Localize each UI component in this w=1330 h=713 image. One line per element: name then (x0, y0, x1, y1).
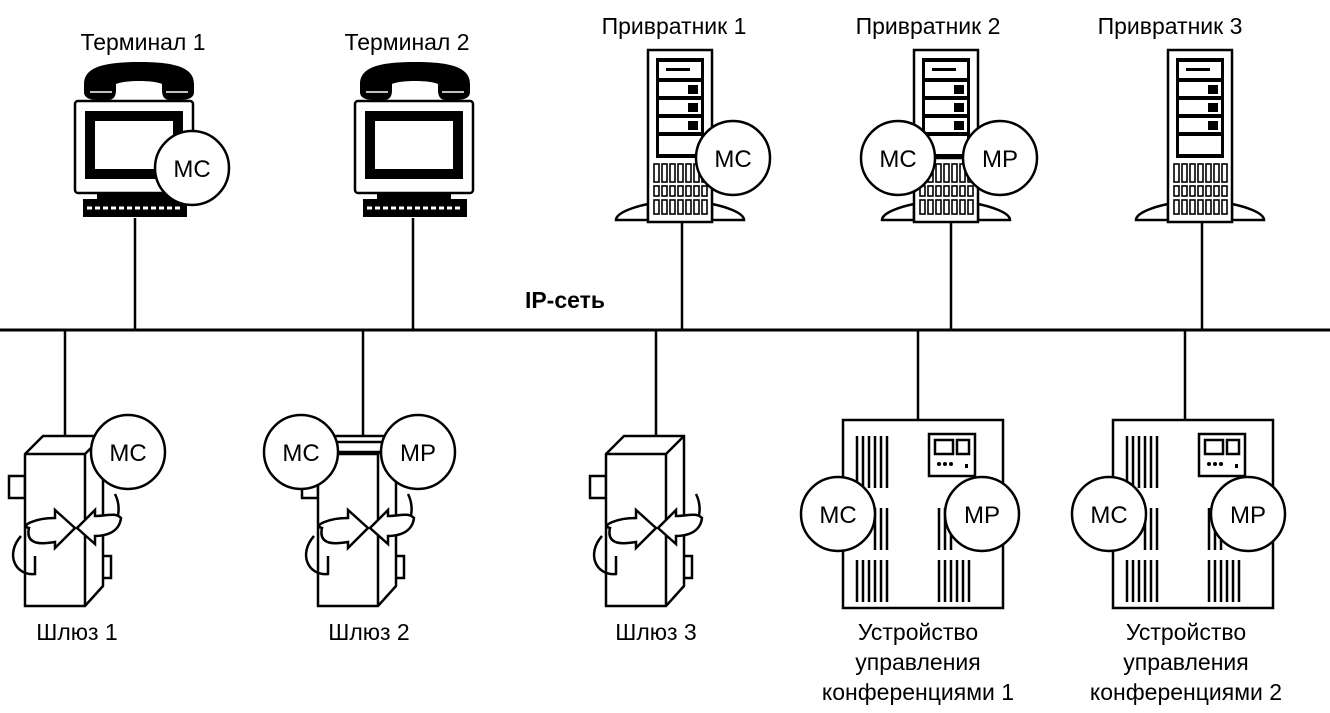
svg-text:MP: MP (1230, 502, 1266, 529)
svg-text:MC: MC (819, 502, 856, 529)
mc-module: MC (89, 413, 167, 491)
svg-text:MC: MC (714, 146, 751, 173)
mcu-2-label-line-3: конференциями 2 (1090, 679, 1282, 705)
svg-text:MP: MP (400, 440, 436, 467)
gateway-icon (588, 434, 704, 608)
svg-text:MC: MC (1090, 502, 1127, 529)
terminal-1-label: Терминал 1 (80, 29, 205, 55)
mc-module: MC (694, 119, 772, 197)
mcu-2: MC MP Устройство управления конференциям… (1070, 330, 1287, 705)
svg-text:MC: MC (109, 440, 146, 467)
terminal-2-label: Терминал 2 (344, 29, 469, 55)
gatekeeper-3: Привратник 3 (1098, 13, 1266, 330)
svg-text:MC: MC (282, 440, 319, 467)
mc-module: MC (153, 129, 231, 207)
svg-text:MP: MP (964, 502, 1000, 529)
gatekeeper-1-label: Привратник 1 (602, 13, 747, 39)
gatekeeper-3-label: Привратник 3 (1098, 13, 1243, 39)
terminal-1: Терминал 1 MC (73, 29, 231, 330)
terminal-2: Терминал 2 (344, 29, 475, 330)
mc-module: MC (859, 119, 937, 197)
gateway-2: MC MP Шлюз 2 (262, 330, 457, 645)
server-tower-icon (1134, 48, 1266, 224)
ip-network-label: IP-сеть (525, 287, 605, 313)
mc-module: MC (799, 475, 877, 553)
mcu-1-label-line-3: конференциями 1 (822, 679, 1014, 705)
mcu-1-label-line-2: управления (855, 649, 980, 675)
mp-module: MP (961, 119, 1039, 197)
mc-module: MC (1070, 475, 1148, 553)
computer-monitor-icon (353, 99, 475, 219)
gatekeeper-2-label: Привратник 2 (856, 13, 1001, 39)
gateway-2-label: Шлюз 2 (328, 619, 409, 645)
phone-handset-icon (359, 61, 471, 101)
mp-module: MP (1209, 475, 1287, 553)
gateway-3: Шлюз 3 (588, 330, 704, 645)
gateway-1: MC Шлюз 1 (7, 330, 167, 645)
gatekeeper-1: Привратник 1 MC (602, 13, 772, 330)
mcu-1: MC MP Устройство управления конференциям… (799, 330, 1021, 705)
svg-text:MC: MC (879, 146, 916, 173)
mp-module: MP (379, 413, 457, 491)
mcu-1-label-line-1: Устройство (858, 619, 978, 645)
mcu-2-label-line-2: управления (1123, 649, 1248, 675)
gateway-3-label: Шлюз 3 (615, 619, 696, 645)
svg-text:MC: MC (173, 156, 210, 183)
mc-module: MC (262, 413, 340, 491)
svg-text:MP: MP (982, 146, 1018, 173)
gatekeeper-2: Привратник 2 MC MP (856, 13, 1039, 330)
gateway-1-label: Шлюз 1 (36, 619, 117, 645)
mcu-2-label-line-1: Устройство (1126, 619, 1246, 645)
phone-handset-icon (83, 61, 195, 101)
mp-module: MP (943, 475, 1021, 553)
